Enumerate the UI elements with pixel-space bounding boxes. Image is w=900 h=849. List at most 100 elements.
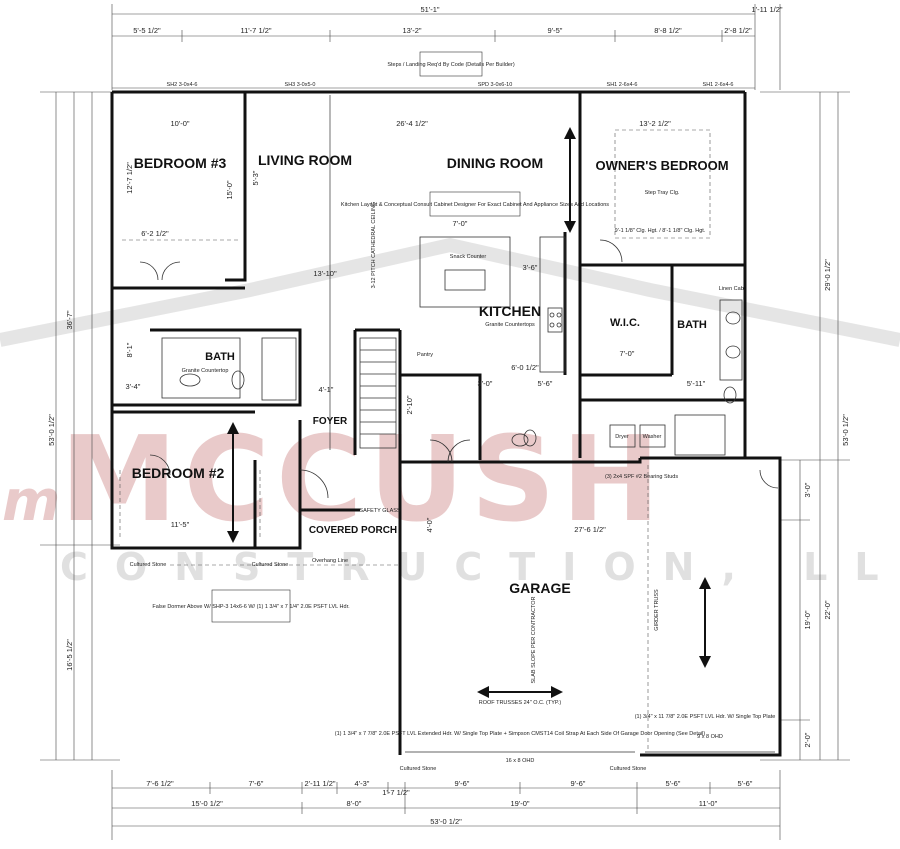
dim-bottom-1-1: 7'-6 1/2" bbox=[146, 779, 174, 788]
room-foyer: FOYER bbox=[313, 416, 348, 427]
kitchen-island bbox=[419, 236, 511, 308]
room-bedroom-3: BEDROOM #3 bbox=[134, 155, 227, 171]
window-label-1: SH2 3-0x4-6 bbox=[167, 82, 198, 88]
note-pantry: Pantry bbox=[417, 352, 433, 358]
note-cultured-stone-garage-right: Cultured Stone bbox=[610, 766, 647, 772]
window-label-4: SH1 2-6x4-6 bbox=[607, 82, 638, 88]
dim-left-36: 36'-7" bbox=[65, 310, 74, 329]
dim-interior-22: 2'-10" bbox=[405, 395, 414, 414]
note-door-16: 16 x 8 OHD bbox=[506, 758, 535, 764]
note-cultured-stone-garage-left: Cultured Stone bbox=[400, 766, 437, 772]
dim-bottom-2-4: 11'-0" bbox=[699, 799, 718, 808]
dim-interior-1: 10'-0" bbox=[170, 119, 189, 128]
walls bbox=[110, 90, 782, 757]
note-step-tray: Step Tray Clg. bbox=[645, 190, 680, 196]
note-garage-header: (1) 1 3/4" x 7 7/8" 2.0E PSFT LVL Extend… bbox=[335, 731, 706, 737]
dim-interior-7: 7'-0" bbox=[453, 219, 468, 228]
dim-interior-21: 3'-0" bbox=[478, 379, 493, 388]
note-bearing-studs: (3) 2x4 SPF #2 Bearing Studs bbox=[605, 474, 678, 480]
dim-right-22: 22'-0" bbox=[823, 600, 832, 619]
dim-right-overall: 53'-0 1/2" bbox=[841, 414, 850, 446]
dim-interior-6: 13'-10" bbox=[313, 269, 337, 278]
dim-interior-3: 15'-0" bbox=[225, 180, 234, 199]
window-label-5: SH1 2-6x4-6 bbox=[703, 82, 734, 88]
dim-right-19: 19'-0" bbox=[803, 610, 812, 629]
dim-interior-2: 12'-7 1/2" bbox=[125, 162, 134, 194]
dim-bottom-1-6: 9'-6" bbox=[455, 779, 470, 788]
dim-top-right-small: 1'-11 1/2" bbox=[751, 5, 782, 14]
plan-notes: Steps / Landing Req'd By Code (Details P… bbox=[130, 51, 775, 772]
note-safety-glass: SAFETY GLASS bbox=[359, 508, 400, 514]
note-cultured-stone-left: Cultured Stone bbox=[130, 562, 167, 568]
dim-top-seg-6: 2'-8 1/2" bbox=[724, 26, 752, 35]
truss-arrows bbox=[227, 127, 711, 698]
dim-top-overall: 51'-1" bbox=[420, 5, 439, 14]
note-linen: Linen Cab. bbox=[719, 286, 746, 292]
note-snack-counter: Snack Counter bbox=[450, 254, 487, 260]
note-roof-trusses-garage: ROOF TRUSSES 24" O.C. (TYP.) bbox=[479, 700, 562, 706]
note-granite-bath: Granite Countertop bbox=[182, 368, 229, 374]
dim-top-seg-1: 5'-5 1/2" bbox=[133, 26, 161, 35]
room-labels: BEDROOM #3 LIVING ROOM DINING ROOM OWNER… bbox=[132, 152, 729, 596]
room-bedroom-2: BEDROOM #2 bbox=[132, 465, 225, 481]
room-kitchen: KITCHEN bbox=[479, 303, 541, 319]
room-owners-bedroom: OWNER'S BEDROOM bbox=[595, 158, 728, 173]
dim-interior-11: 3'-4" bbox=[126, 382, 141, 391]
dimension-labels: 51'-1" 1'-11 1/2" 5'-5 1/2" 11'-7 1/2" 1… bbox=[47, 5, 850, 826]
note-clg-heights: 9'-1 1/8" Clg. Hgt. / 8'-1 1/8" Clg. Hgt… bbox=[615, 228, 706, 234]
dim-right-3: 3'-0" bbox=[803, 482, 812, 497]
dim-interior-13: 5'-11" bbox=[687, 379, 706, 388]
dim-bottom-2-2: 8'-0" bbox=[347, 799, 362, 808]
room-garage: GARAGE bbox=[509, 580, 570, 596]
dim-bottom-1-9: 5'-6" bbox=[738, 779, 753, 788]
watermark-script: m bbox=[2, 469, 60, 534]
dim-bottom-2-3: 19'-0" bbox=[510, 799, 529, 808]
watermark: m MCCUSH CONSTRUCTION, LLC bbox=[0, 237, 900, 589]
dim-top-seg-2: 11'-7 1/2" bbox=[240, 26, 271, 35]
room-living-room: LIVING ROOM bbox=[258, 152, 352, 168]
note-door-9: 9 x 8 OHD bbox=[697, 734, 723, 740]
dim-right-29: 29'-0 1/2" bbox=[823, 259, 832, 291]
room-wic: W.I.C. bbox=[610, 317, 640, 329]
dim-bottom-1-3: 2'-11 1/2" bbox=[304, 779, 335, 788]
note-cultured-stone-porch: Cultured Stone bbox=[252, 562, 289, 568]
dim-left-16: 16'-5 1/2" bbox=[65, 639, 74, 671]
dim-right-2: 2'-0" bbox=[803, 732, 812, 747]
dim-interior-15: 7'-0" bbox=[620, 349, 635, 358]
room-bath-hall: BATH bbox=[205, 351, 235, 363]
dim-interior-18: 3'-6" bbox=[523, 263, 538, 272]
dim-interior-4: 26'-4 1/2" bbox=[396, 119, 428, 128]
window-label-2: SH3 3-0x5-0 bbox=[285, 82, 316, 88]
kitchen-counter bbox=[539, 236, 566, 373]
dim-interior-5: 13'-2 1/2" bbox=[639, 119, 671, 128]
room-covered-porch: COVERED PORCH bbox=[309, 525, 397, 536]
dimension-lines bbox=[40, 4, 850, 840]
dim-interior-8: 27'-6 1/2" bbox=[574, 525, 606, 534]
note-granite-kitchen: Granite Countertops bbox=[485, 322, 535, 328]
dim-interior-16: 6'-0 1/2" bbox=[511, 363, 539, 372]
note-kitchen-layout: Kitchen Layout & Conceptual Consult Cabi… bbox=[341, 202, 609, 208]
dim-bottom-1-4: 4'-3" bbox=[355, 779, 370, 788]
dim-bottom-1-2: 7'-6" bbox=[249, 779, 264, 788]
dim-interior-19: 5'-3" bbox=[251, 170, 260, 185]
dim-top-seg-4: 9'-5" bbox=[548, 26, 563, 35]
note-overhang: Overhang Line bbox=[312, 558, 348, 564]
dim-top-seg-3: 13'-2" bbox=[402, 26, 421, 35]
dim-bottom-2-1: 15'-0 1/2" bbox=[191, 799, 223, 808]
window-label-3: SPD 3-0x6-10 bbox=[478, 82, 513, 88]
note-slab-slope: SLAB SLOPE PER CONTRACTOR bbox=[531, 596, 537, 683]
watermark-roof-shape bbox=[0, 237, 900, 347]
dim-bottom-1-7: 9'-6" bbox=[571, 779, 586, 788]
note-steps: Steps / Landing Req'd By Code (Details P… bbox=[387, 62, 514, 68]
dim-bottom-overall: 53'-0 1/2" bbox=[430, 817, 462, 826]
dim-interior-10: 4'-1" bbox=[319, 385, 334, 394]
room-dining-room: DINING ROOM bbox=[447, 155, 543, 171]
dim-interior-14: 8'-1" bbox=[125, 342, 134, 357]
note-washer: Washer bbox=[643, 434, 662, 440]
dim-interior-20: 4'-0" bbox=[425, 517, 434, 532]
dim-interior-12: 6'-2 1/2" bbox=[141, 229, 169, 238]
fixtures bbox=[119, 129, 779, 753]
note-girder-truss: GIRDER TRUSS bbox=[654, 589, 660, 631]
dim-bottom-1-5: 1'-7 1/2" bbox=[382, 788, 410, 797]
